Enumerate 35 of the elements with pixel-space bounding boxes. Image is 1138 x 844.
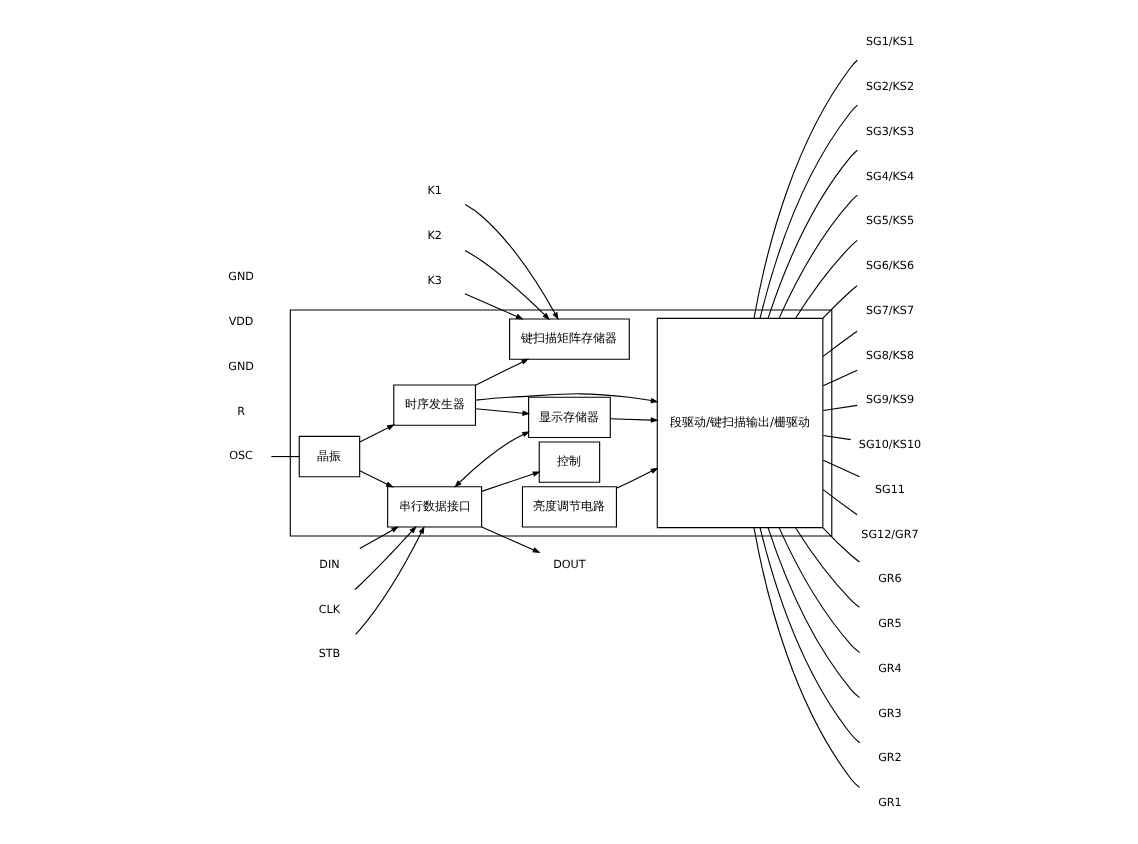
connector (821, 284, 857, 318)
connector (821, 368, 857, 386)
arrow (354, 524, 424, 634)
arrow (473, 407, 530, 415)
arrow (473, 357, 529, 385)
arrow (463, 248, 550, 320)
arrow (453, 430, 530, 487)
connector (766, 148, 857, 318)
connector (752, 58, 857, 318)
connector (821, 329, 857, 356)
arrow (463, 292, 523, 319)
connector (777, 526, 860, 653)
arrow (608, 416, 658, 422)
connector (766, 526, 860, 698)
connector (269, 455, 299, 457)
connector (821, 433, 851, 440)
connector (821, 403, 857, 411)
connector (794, 238, 857, 318)
connector (758, 103, 858, 318)
arrow (480, 470, 540, 491)
connector (821, 488, 857, 515)
connector (821, 526, 860, 562)
connector (821, 458, 860, 477)
arrow (463, 203, 558, 320)
arrow (353, 524, 416, 590)
arrow (480, 525, 540, 552)
arrow (474, 392, 658, 403)
arrow (358, 423, 394, 442)
connector (777, 193, 857, 318)
arrow (615, 466, 658, 488)
arrow (358, 469, 393, 487)
connector (794, 526, 860, 607)
connector (758, 526, 860, 743)
connector (752, 526, 860, 788)
arrow (358, 525, 399, 549)
